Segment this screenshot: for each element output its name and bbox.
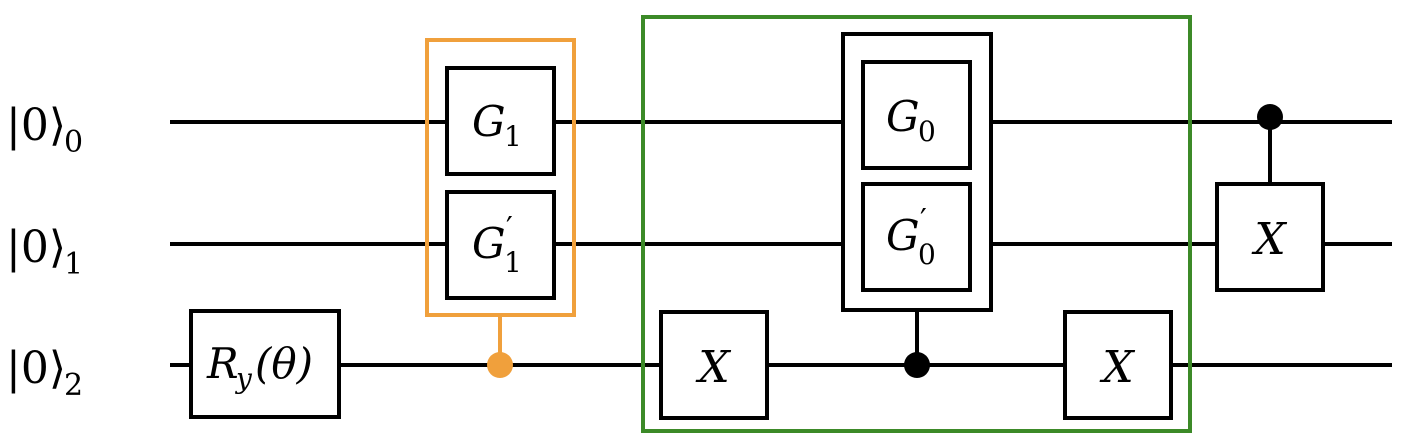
ry-gate-sub: y — [234, 362, 253, 395]
x-gate-left-label: X — [695, 342, 731, 393]
ry-gate-base: R — [206, 339, 239, 388]
x-gate-mid-label: X — [1099, 342, 1135, 393]
g1-prime-gate-prime: ′ — [506, 211, 513, 246]
g0-prime-gate-sub: 0 — [918, 238, 936, 271]
svg-text:2: 2 — [64, 368, 83, 403]
ry-gate: R y (θ) — [189, 309, 341, 419]
g1-gate: G 1 — [445, 66, 556, 176]
g0-gate-sub: 0 — [918, 115, 936, 148]
x-gate-right-label: X — [1251, 214, 1287, 265]
svg-text:|0⟩: |0⟩ — [6, 343, 66, 394]
x-gate-right: X — [1215, 182, 1325, 292]
g0-prime-gate-prime: ′ — [920, 203, 927, 238]
qubit-label-2: |0⟩ 2 — [6, 343, 83, 403]
g0-prime-gate-base: G — [886, 211, 920, 260]
green-group-box — [641, 15, 1192, 433]
g0-gate: G 0 — [861, 60, 972, 170]
ry-gate-arg: (θ) — [255, 339, 313, 388]
g1-prime-gate: G ′ 1 — [445, 190, 556, 300]
g1-prime-gate-sub: 1 — [504, 246, 522, 279]
svg-text:1: 1 — [64, 247, 83, 282]
orange-control-dot — [487, 352, 513, 378]
cnot-control-dot — [1257, 104, 1283, 130]
g1-gate-sub: 1 — [504, 120, 522, 153]
g1-gate-base: G — [472, 97, 506, 146]
qubit-label-1: |0⟩ 1 — [6, 222, 83, 282]
g0-control-dot — [904, 352, 930, 378]
svg-text:0: 0 — [64, 125, 83, 160]
g0-prime-gate: G ′ 0 — [861, 182, 972, 292]
svg-text:|0⟩: |0⟩ — [6, 100, 66, 151]
g1-prime-gate-base: G — [472, 219, 506, 268]
g0-gate-base: G — [886, 92, 920, 141]
x-gate-mid: X — [1063, 310, 1173, 420]
qubit-label-0: |0⟩ 0 — [6, 100, 83, 160]
svg-text:|0⟩: |0⟩ — [6, 222, 66, 273]
x-gate-left: X — [659, 310, 769, 420]
